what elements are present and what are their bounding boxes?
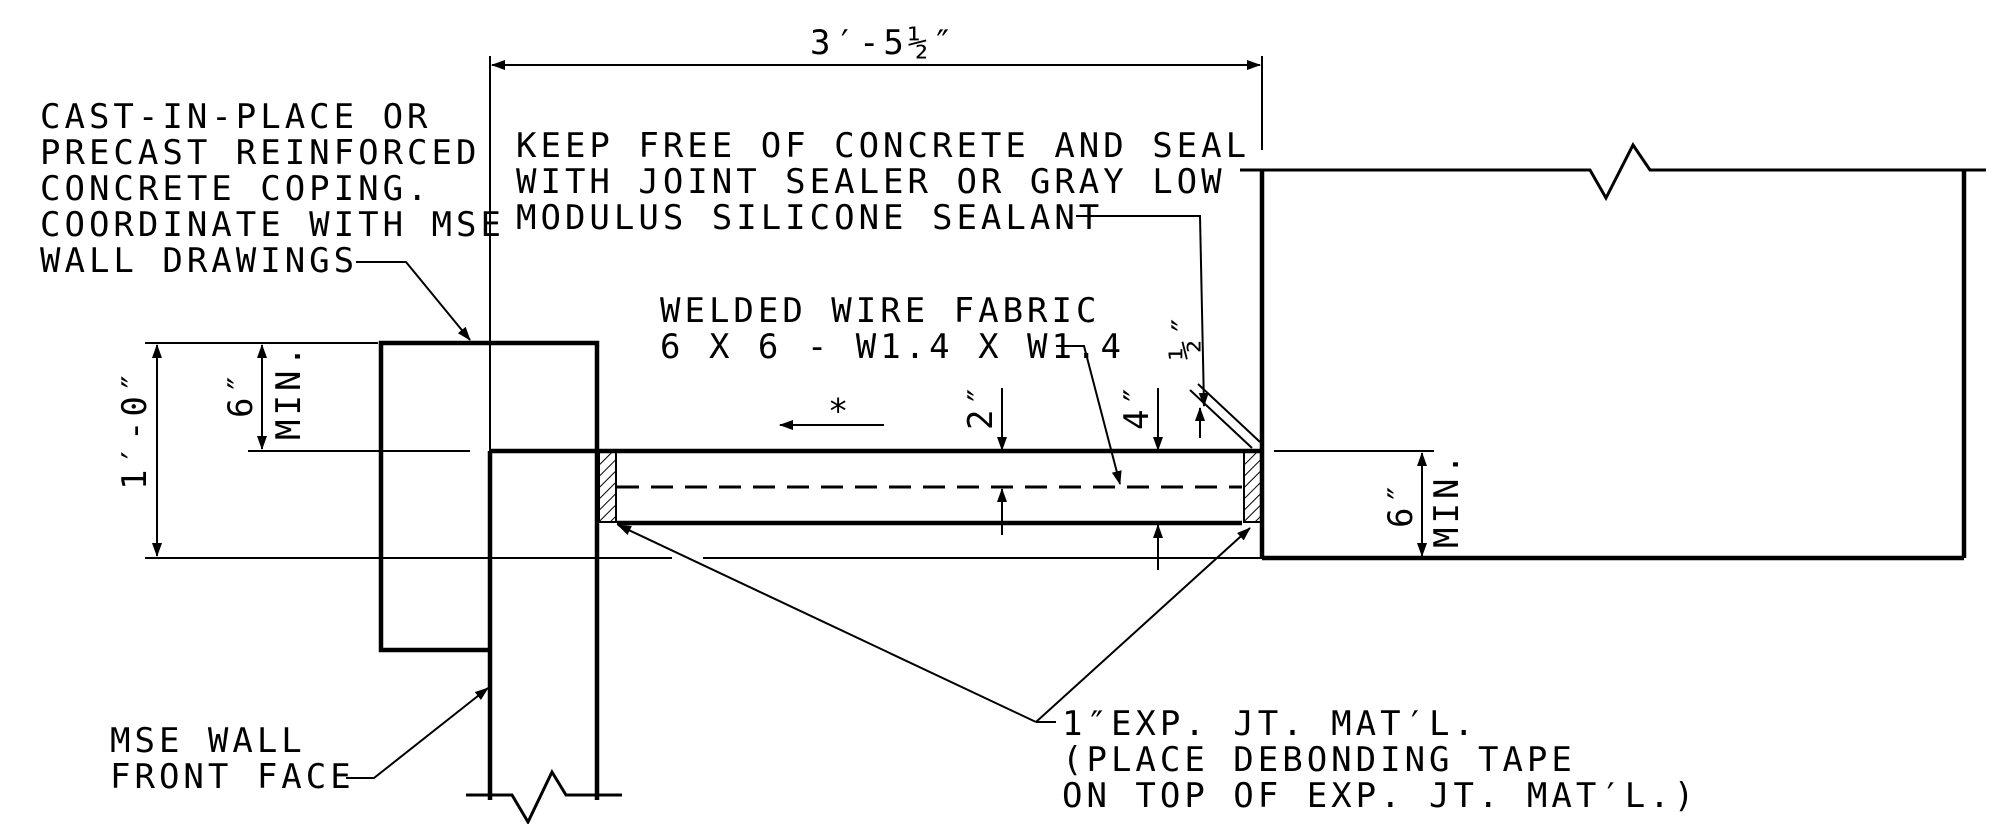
overall-width-dimension: 3′-5½″: [489, 23, 1263, 452]
exp-joint-note-line-1: 1″EXP. JT. MAT′L.: [1062, 704, 1478, 744]
coping-note-line-5: WALL DRAWINGS: [40, 241, 358, 281]
exp-joint-note: 1″EXP. JT. MAT′L. (PLACE DEBONDING TAPE …: [617, 524, 1698, 816]
slab-depth-label: 6″: [1381, 479, 1421, 528]
sealant-note-leader: [1076, 215, 1209, 407]
coping-note-line-1: CAST-IN-PLACE OR: [40, 97, 432, 137]
slab-min-label: MIN.: [1427, 450, 1467, 548]
coping-min-label: MIN.: [269, 342, 309, 440]
fabric-note-line-1: WELDED WIRE FABRIC: [660, 291, 1100, 331]
interior-dimensions: 2″ 4″ ½″ ∗: [779, 311, 1261, 570]
left-dimensions: 1′-0″ 6″ MIN.: [115, 342, 1262, 559]
sealant-note-line-3: MODULUS SILICONE SEALANT: [516, 198, 1103, 238]
star-symbol: ∗: [828, 385, 852, 425]
approach-slab: [597, 448, 1262, 559]
exp-joint-right: [1243, 451, 1262, 523]
structure-break-line: [1240, 142, 1986, 202]
sealant-note-line-2: WITH JOINT SEALER OR GRAY LOW: [516, 162, 1226, 202]
joint-gap-leader-b: [1197, 383, 1261, 443]
right-structure: 6″ MIN.: [1240, 142, 1986, 561]
coping-note-leader: [356, 261, 471, 341]
exp-joint-leader-right: [1035, 527, 1251, 723]
wall-face-note-line-2: FRONT FACE: [110, 757, 355, 797]
coping-depth-label: 6″: [221, 369, 261, 418]
coping-note: CAST-IN-PLACE OR PRECAST REINFORCED CONC…: [40, 97, 505, 341]
coping-outline: [378, 340, 490, 653]
sealant-note: KEEP FREE OF CONCRETE AND SEAL WITH JOIN…: [516, 126, 1250, 407]
fabric-note-line-2: 6 X 6 - W1.4 X W1.4: [660, 327, 1125, 367]
joint-gap-label: ½″: [1165, 311, 1205, 360]
wall-break-line: [466, 768, 622, 824]
fabric-cover-label: 2″: [961, 381, 1001, 430]
total-height-label: 1′-0″: [115, 368, 155, 490]
coping-top-edge: [490, 340, 600, 451]
exp-joint-leader-left: [617, 524, 1037, 723]
surface-offset-label: 4″: [1117, 381, 1157, 430]
exp-joint-note-line-3: ON TOP OF EXP. JT. MAT′L.): [1062, 776, 1698, 816]
sealant-note-line-1: KEEP FREE OF CONCRETE AND SEAL: [516, 126, 1250, 166]
coping-note-line-3: CONCRETE COPING.: [40, 169, 432, 209]
wall-face-note-leader: [346, 687, 489, 779]
overall-width-label: 3′-5½″: [810, 23, 957, 63]
coping: [378, 340, 622, 824]
wall-face-note: MSE WALL FRONT FACE: [110, 687, 489, 797]
wall-face-note-line-1: MSE WALL: [110, 721, 306, 761]
fabric-note: WELDED WIRE FABRIC 6 X 6 - W1.4 X W1.4: [660, 291, 1125, 485]
fabric-note-leader: [1056, 345, 1122, 485]
exp-joint-note-line-2: (PLACE DEBONDING TAPE: [1062, 740, 1576, 780]
coping-note-line-4: COORDINATE WITH MSE: [40, 205, 505, 245]
coping-note-line-2: PRECAST REINFORCED: [40, 133, 480, 173]
exp-joint-left: [598, 451, 617, 523]
